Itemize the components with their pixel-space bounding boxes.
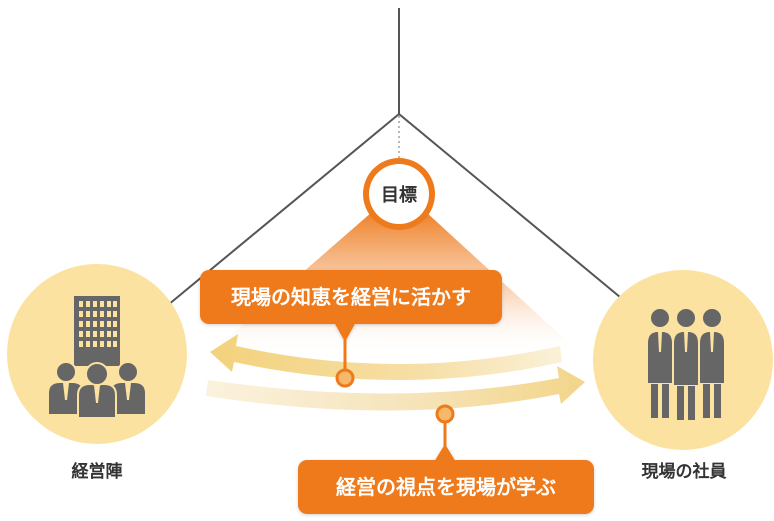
callout-bottom-anchor-dot [435, 404, 455, 424]
employees-group-icon [646, 307, 726, 420]
arrow-to-management [210, 334, 562, 380]
executive-person-icon [77, 362, 117, 419]
callout-top [200, 270, 502, 342]
employee-person-icon [646, 307, 674, 418]
callout-top-text: 現場の知恵を経営に活かす [231, 285, 471, 309]
callout-bottom [298, 444, 594, 514]
executive-person-icon [47, 361, 85, 416]
management-node [7, 264, 187, 444]
staff-node [593, 270, 773, 450]
goal-node: 目標 [363, 158, 435, 230]
goal-label: 目標 [381, 184, 417, 206]
right-diagonal-line [398, 113, 633, 308]
office-building-with-executives-icon [47, 296, 147, 419]
callout-bottom-text: 経営の視点を現場が学ぶ [336, 475, 556, 499]
staff-label: 現場の社員 [642, 461, 727, 482]
employee-person-icon [698, 307, 726, 418]
callout-top-anchor-dot [335, 368, 355, 388]
management-label: 経営陣 [72, 461, 123, 482]
arrow-to-staff [206, 366, 585, 411]
employee-person-icon [672, 307, 700, 420]
